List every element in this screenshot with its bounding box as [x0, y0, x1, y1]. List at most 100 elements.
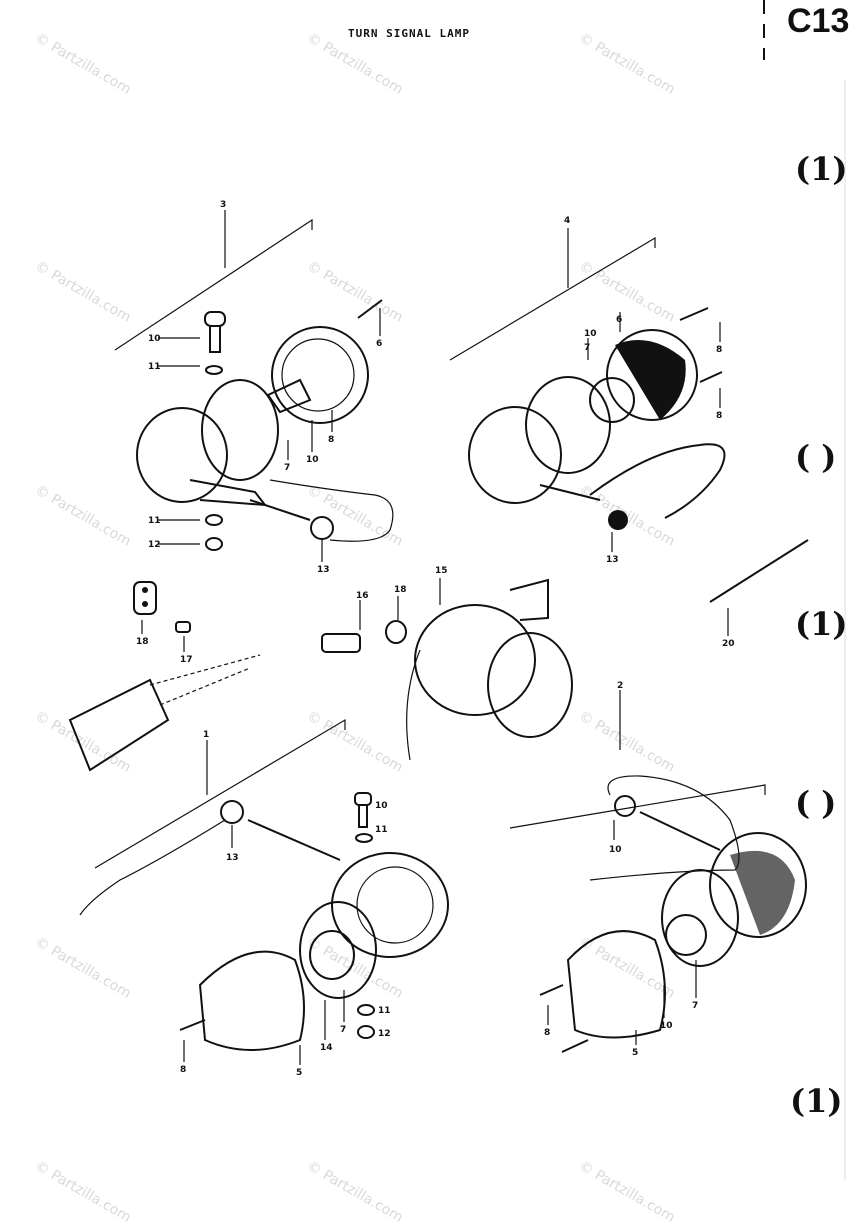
nut	[357, 1025, 375, 1039]
callout-label: 14	[320, 1043, 333, 1053]
page-title: TURN SIGNAL LAMP	[348, 27, 470, 40]
callout-label: 7	[692, 1001, 698, 1011]
callout-label: 4	[564, 216, 570, 226]
callout-label: 8	[328, 435, 334, 445]
lens-ring	[299, 901, 377, 999]
housing-shadow	[730, 850, 795, 935]
flasher-relay	[68, 678, 170, 772]
assembly-bracket	[94, 718, 346, 869]
nut	[614, 795, 636, 817]
lens-ring	[201, 379, 279, 481]
callout-label: 12	[378, 1029, 391, 1039]
mount-bolt	[321, 633, 361, 653]
callout-label: 10	[375, 801, 388, 811]
screw-shank	[209, 325, 221, 353]
bracket-plate	[133, 581, 157, 615]
callout-label: 15	[435, 566, 448, 576]
washer	[357, 1004, 375, 1016]
mount-bracket	[189, 479, 268, 507]
screw	[175, 621, 191, 633]
housing-inner-rim	[356, 866, 434, 944]
housing-shadow	[615, 340, 686, 420]
lamp-housing	[709, 832, 807, 938]
lead-wire	[589, 775, 740, 881]
turn-signal-assembly-3	[114, 210, 394, 562]
page-code: C13	[787, 2, 850, 40]
callout-label: 11	[148, 516, 161, 526]
callout-label: 10	[584, 329, 597, 339]
callout-label: 6	[376, 339, 382, 349]
callout-label: 7	[284, 463, 290, 473]
callout-label: 10	[609, 845, 622, 855]
lamp-housing	[331, 852, 449, 958]
callout-label: 16	[356, 591, 369, 601]
assembly-bracket	[114, 210, 313, 351]
callout-label: 5	[296, 1068, 302, 1078]
front-lamp-lens	[487, 632, 573, 738]
mount-stem	[539, 484, 601, 501]
lens-cover	[198, 950, 305, 1051]
margin-mark: (1)	[790, 1082, 843, 1120]
middle-parts-group	[68, 539, 809, 772]
callout-label: 1	[203, 730, 209, 740]
washer	[205, 514, 223, 526]
assembly-bracket	[449, 228, 656, 361]
screw-head	[354, 792, 372, 806]
callout-label: 20	[722, 639, 735, 649]
lead-wire	[589, 443, 726, 519]
callout-label: 18	[394, 585, 407, 595]
callout-label: 8	[544, 1028, 550, 1038]
lens-ring	[661, 869, 739, 967]
turn-signal-assembly-2	[509, 690, 807, 1053]
nut	[205, 537, 223, 551]
wiring-band	[709, 539, 809, 603]
housing-inner-rim	[281, 338, 355, 412]
lead-wire	[79, 819, 226, 916]
screw-shank	[358, 804, 368, 828]
screw	[699, 371, 723, 383]
callout-label: 3	[220, 200, 226, 210]
mount-stem	[249, 499, 311, 521]
margin-mark: (1)	[795, 150, 848, 188]
lamp-housing	[606, 329, 698, 421]
callout-label: 17	[180, 655, 193, 665]
lead-wire	[269, 479, 394, 542]
bulb	[589, 377, 635, 423]
callout-label: 13	[317, 565, 330, 575]
lens-ring	[525, 376, 611, 474]
callout-label: 7	[340, 1025, 346, 1035]
screw	[179, 1019, 206, 1031]
bulb	[665, 914, 707, 956]
callout-label: 11	[148, 362, 161, 372]
callout-label: 12	[148, 540, 161, 550]
turn-signal-assembly-4	[449, 228, 726, 552]
callout-label: 5	[632, 1048, 638, 1058]
callout-label: 11	[378, 1006, 391, 1016]
nut	[220, 800, 244, 824]
bracket-hole	[142, 601, 148, 607]
callout-label: 6	[616, 315, 622, 325]
assembly-bracket	[509, 690, 766, 829]
screw	[679, 307, 709, 321]
lamp-housing	[271, 326, 369, 424]
callout-label: 18	[136, 637, 149, 647]
callout-label: 13	[226, 853, 239, 863]
bracket-hole	[142, 587, 148, 593]
screw-head	[204, 311, 226, 327]
screw	[357, 299, 383, 319]
bulb	[309, 930, 355, 980]
washer	[355, 833, 373, 843]
callout-label: 10	[660, 1021, 673, 1031]
washer	[385, 620, 407, 644]
bulb	[266, 378, 312, 414]
callout-labels: 3 4 1 2 10 11 6 7 10 8 11 12 13 7 10 6 8…	[136, 200, 735, 1078]
screw	[561, 1039, 589, 1053]
screw	[539, 984, 564, 996]
mount-stem	[639, 811, 721, 851]
margin-mark: ( )	[795, 438, 837, 476]
front-lamp-housing	[414, 604, 536, 716]
front-lamp-wire	[406, 649, 421, 761]
callout-label: 8	[716, 345, 722, 355]
relay-wires	[149, 654, 261, 706]
lens-cover	[566, 930, 666, 1039]
